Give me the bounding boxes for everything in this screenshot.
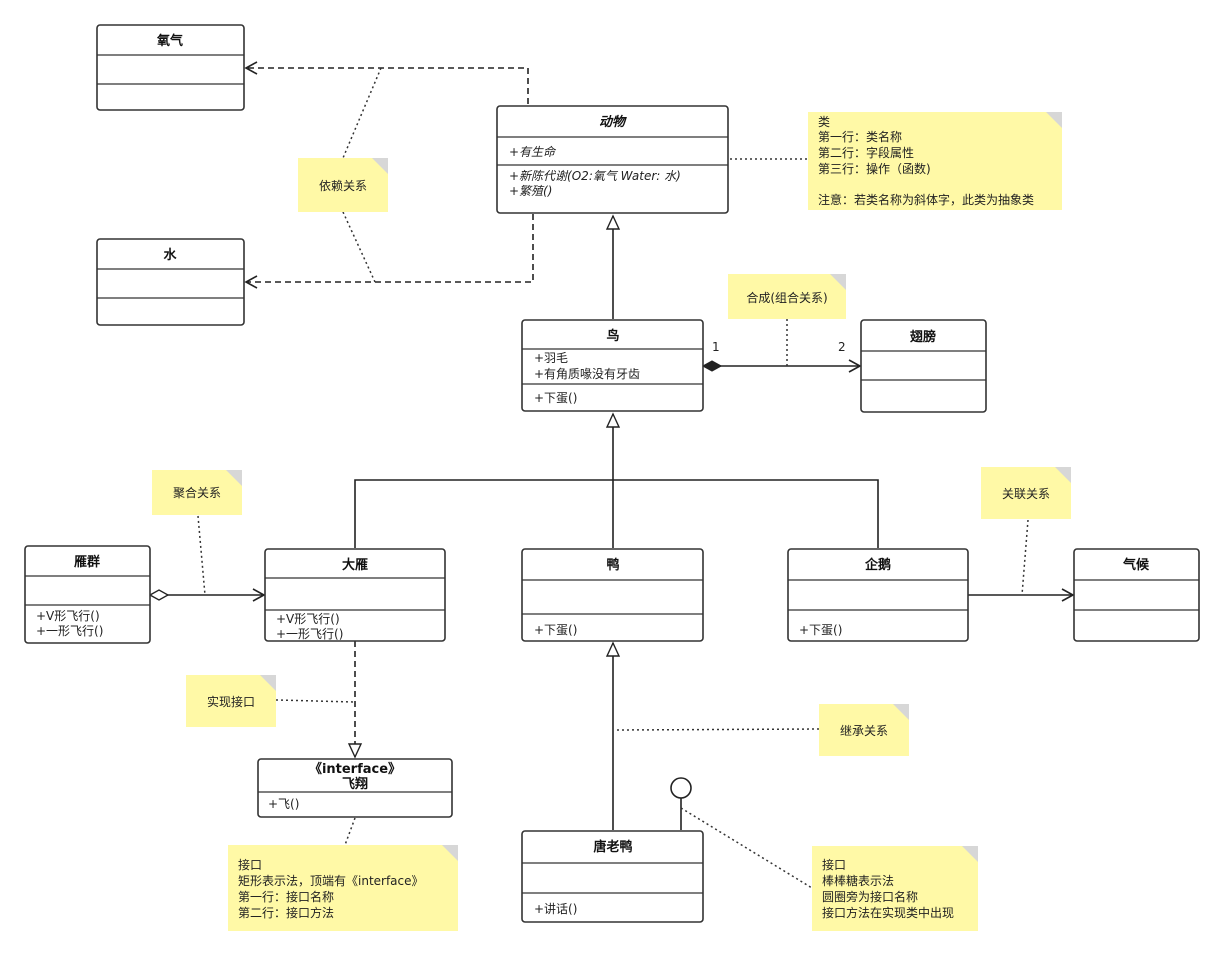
interface-note-connector [344,817,356,846]
note-class-line3: 第二行：字段属性 [818,145,914,160]
class-flock-name: 雁群 [74,554,100,570]
class-animal-op-reproduce: +繁殖() [509,184,552,198]
multiplicity-bird: 1 [712,340,720,354]
dependency-water-edge [244,214,534,289]
class-climate-name: 气候 [1123,557,1150,573]
class-donald-op-speak: +讲话() [534,901,577,916]
note-dependency-text: 依赖关系 [319,178,367,193]
class-goose[interactable]: 大雁 +V形飞行() +一形飞行() [264,548,446,642]
note-interface-rect-line1: 接口 [238,857,262,872]
note-interface-lollipop-line1: 接口 [822,857,846,872]
note-class-explanation[interactable]: 类 第一行：类名称 第二行：字段属性 第三行：操作（函数) 注意：若类名称为斜体… [808,112,1062,210]
class-oxygen-name: 氧气 [156,33,183,49]
note-composition[interactable]: 合成(组合关系) [728,274,846,319]
association-note-connector [1021,519,1029,596]
class-donald-duck[interactable]: 唐老鸭 +讲话() [521,830,704,923]
note-composition-text: 合成(组合关系) [746,290,827,305]
class-penguin[interactable]: 企鹅 +下蛋() [787,548,969,642]
goose-generalization-edge [354,479,613,548]
class-goose-op-v: +V形飞行() [276,612,340,626]
class-wing[interactable]: 翅膀 [860,319,987,413]
note-interface-rect-line2: 矩形表示法，顶端有《interface》 [238,874,424,888]
class-donald-name: 唐老鸭 [593,839,632,855]
interface-fly-stereotype: 《interface》 [309,761,401,777]
note-realization-text: 实现接口 [207,694,255,709]
note-association-text: 关联关系 [1002,487,1050,501]
class-bird[interactable]: 鸟 +羽毛 +有角质喙没有牙齿 +下蛋() [521,319,704,412]
note-interface-lollipop-line2: 棒棒糖表示法 [822,873,894,888]
note-dependency[interactable]: 依赖关系 [298,158,388,212]
aggregation-note-connector [197,515,206,596]
class-duck-op-egg: +下蛋() [534,623,577,637]
realization-note-connector [275,699,356,703]
class-goose-op-line: +一形飞行() [276,627,343,641]
class-bird-op-egg: +下蛋() [534,391,577,405]
inheritance-note-connector [616,728,822,731]
class-bird-attr-feather: +羽毛 [534,351,568,365]
note-interface-lollipop[interactable]: 接口 棒棒糖表示法 圆圈旁为接口名称 接口方法在实现类中出现 [812,846,978,931]
class-flock[interactable]: 雁群 +V形飞行() +一形飞行() [24,545,151,644]
class-goose-name: 大雁 [342,557,368,573]
note-aggregation[interactable]: 聚合关系 [152,470,242,515]
note-class-line2: 第一行：类名称 [818,129,902,144]
class-climate[interactable]: 气候 [1073,548,1200,642]
note-interface-rect-line3: 第一行：接口名称 [238,889,334,904]
class-duck-name: 鸭 [606,557,619,573]
class-bird-name: 鸟 [606,328,619,344]
note-inheritance[interactable]: 继承关系 [819,704,909,756]
class-bird-attr-beak: +有角质喙没有牙齿 [534,366,640,381]
class-duck[interactable]: 鸭 +下蛋() [521,548,704,642]
class-water[interactable]: 水 [96,238,245,326]
interface-fly[interactable]: 《interface》 飞翔 +飞() [257,758,453,818]
note-class-line1: 类 [818,115,830,129]
note-class-line5: 注意：若类名称为斜体字，此类为抽象类 [818,192,1034,207]
class-flock-op-line: +一形飞行() [36,624,103,638]
class-oxygen[interactable]: 氧气 [96,24,245,111]
class-water-name: 水 [163,247,177,263]
class-penguin-name: 企鹅 [864,557,891,573]
note-association[interactable]: 关联关系 [981,467,1071,519]
class-animal-attr: +有生命 [509,145,557,159]
note-realization[interactable]: 实现接口 [186,675,276,727]
multiplicity-wing: 2 [838,340,846,354]
note-inheritance-text: 继承关系 [840,724,888,738]
note-aggregation-text: 聚合关系 [173,485,221,500]
note-interface-rectangle[interactable]: 接口 矩形表示法，顶端有《interface》 第一行：接口名称 第二行：接口方… [228,845,458,931]
class-penguin-op-egg: +下蛋() [799,623,842,637]
class-animal-op-metabolism: +新陈代谢(O2:氧气 Water: 水) [509,169,681,183]
dependency-oxygen-edge [244,61,529,104]
lollipop-note-connector [680,807,813,889]
dependency-note-connector-bottom [342,211,376,283]
interface-fly-name: 飞翔 [342,776,368,792]
penguin-generalization-edge [613,479,879,548]
note-class-line4: 第三行：操作（函数) [818,161,931,176]
interface-fly-op: +飞() [268,797,299,811]
dependency-note-connector-top [342,67,382,159]
note-interface-lollipop-line4: 接口方法在实现类中出现 [822,905,954,920]
class-animal[interactable]: 动物 +有生命 +新陈代谢(O2:氧气 Water: 水) +繁殖() [496,105,729,214]
class-flock-op-v: +V形飞行() [36,609,100,623]
note-interface-rect-line4: 第二行：接口方法 [238,905,334,920]
note-interface-lollipop-line3: 圆圈旁为接口名称 [822,889,918,904]
class-animal-name: 动物 [599,114,627,130]
lollipop-interface-icon [670,777,692,799]
class-wing-name: 翅膀 [909,329,936,345]
